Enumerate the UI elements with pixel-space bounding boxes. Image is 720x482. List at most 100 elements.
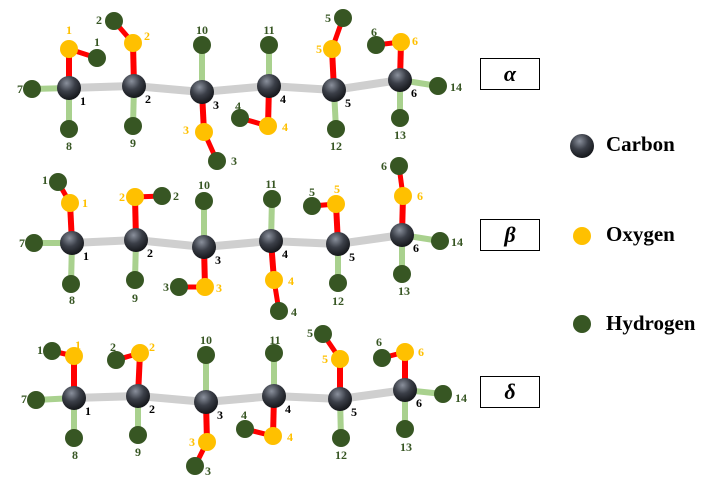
molecule-beta-carbon-label: 4 [282, 247, 288, 261]
molecule-beta-hydroxyl-hydrogen-atom [49, 173, 67, 191]
molecule-delta-hydroxyl-hydrogen-label: 5 [307, 326, 313, 340]
molecule-alpha-hydrogen-atom [60, 120, 78, 138]
molecule-beta-hydrogen-label: 8 [69, 293, 75, 307]
molecule-delta-carbon-label: 2 [149, 402, 155, 416]
molecule-beta-hydrogen-label: 11 [265, 177, 276, 191]
molecule-delta-carbon-label: 4 [285, 402, 291, 416]
molecule-beta-hydroxyl-hydrogen-label: 4 [291, 305, 297, 319]
molecule-beta-hydrogen-atom [25, 234, 43, 252]
molecule-alpha-carbon-label: 6 [411, 86, 417, 100]
molecule-delta-hydrogen-label: 13 [400, 440, 412, 454]
molecule-beta-oxygen-atom [126, 188, 144, 206]
molecule-delta-oxygen-label: 1 [75, 338, 81, 352]
molecule-beta-carbon-atom [124, 228, 148, 252]
molecule-beta-carbon-label: 3 [215, 253, 221, 267]
molecule-alpha-carbon-atom [57, 76, 81, 100]
molecule-beta-hydrogen-label: 14 [451, 235, 463, 249]
molecule-beta-carbon-atom [60, 231, 84, 255]
molecule-delta-hydrogen-atom [197, 346, 215, 364]
molecule-beta-hydroxyl-hydrogen-atom [153, 187, 171, 205]
molecule-alpha-carbon-atom [257, 74, 281, 98]
molecule-delta-hydrogen-label: 8 [72, 448, 78, 462]
molecule-alpha-hydrogen-label: 12 [330, 139, 342, 153]
molecule-alpha-oxygen-atom [195, 123, 213, 141]
molecule-beta-carbon-label: 5 [349, 250, 355, 264]
molecule-alpha-oxygen-label: 1 [66, 23, 72, 37]
molecule-delta-hydrogen-atom [27, 391, 45, 409]
molecule-beta-oxygen-label: 2 [119, 190, 125, 204]
molecule-alpha-hydroxyl-hydrogen-atom [334, 9, 352, 27]
molecule-beta-carbon-atom [192, 235, 216, 259]
molecule-beta-hydroxyl-hydrogen-atom [390, 157, 408, 175]
molecule-beta-hydrogen-atom [393, 265, 411, 283]
legend-hydrogen-label: Hydrogen [606, 311, 696, 335]
molecule-label-alpha: α [480, 58, 540, 90]
molecule-delta-hydrogen-atom [265, 344, 283, 362]
molecule-beta-hydrogen-label: 12 [332, 294, 344, 308]
molecule-beta-hydroxyl-hydrogen-label: 6 [381, 159, 387, 173]
molecule-beta-hydrogen-atom [195, 192, 213, 210]
molecule-alpha-hydrogen-atom [429, 77, 447, 95]
molecule-delta-hydroxyl-hydrogen-atom [373, 349, 391, 367]
molecule-alpha-oxygen-atom [60, 40, 78, 58]
molecule-delta-hydroxyl-hydrogen-atom [43, 342, 61, 360]
molecule-delta-hydrogen-atom [332, 429, 350, 447]
molecule-alpha-hydroxyl-hydrogen-label: 6 [371, 25, 377, 39]
molecule-delta-carbon-atom [126, 384, 150, 408]
molecule-beta-carbon-label: 1 [83, 249, 89, 263]
molecule-delta-hydroxyl-hydrogen-label: 1 [37, 343, 43, 357]
molecule-delta-hydrogen-label: 12 [335, 448, 347, 462]
molecule-beta-carbon-label: 2 [147, 246, 153, 260]
molecule-alpha-hydrogen-label: 8 [66, 139, 72, 153]
molecule-alpha-oxygen-atom [259, 117, 277, 135]
molecule-delta-carbon-label: 5 [351, 405, 357, 419]
molecule-beta-oxygen-atom [61, 194, 79, 212]
molecule-alpha-hydrogen-label: 13 [394, 128, 406, 142]
molecule-alpha-hydrogen-atom [124, 117, 142, 135]
molecule-alpha-carbon-atom [388, 68, 412, 92]
molecule-delta-hydroxyl-hydrogen-label: 6 [376, 335, 382, 349]
molecule-beta-oxygen-atom [265, 271, 283, 289]
legend-oxygen-label: Oxygen [606, 222, 675, 246]
legend-oxygen-icon [573, 227, 591, 245]
molecule-beta-oxygen-label: 3 [216, 281, 222, 295]
molecule-alpha-oxygen-label: 6 [412, 34, 418, 48]
molecule-delta-hydroxyl-hydrogen-label: 4 [241, 408, 247, 422]
molecule-alpha-hydrogen-label: 14 [450, 80, 462, 94]
molecule-delta-hydroxyl-hydrogen-atom [186, 457, 204, 475]
molecule-delta-hydrogen-atom [129, 426, 147, 444]
molecule-delta-oxygen-atom [65, 347, 83, 365]
molecule-beta-oxygen-label: 6 [417, 189, 423, 203]
molecule-beta-hydrogen-label: 13 [398, 284, 410, 298]
molecule-beta-oxygen-label: 1 [82, 196, 88, 210]
molecule-beta-hydroxyl-hydrogen-label: 1 [42, 173, 48, 187]
molecule-delta-hydroxyl-hydrogen-atom [107, 351, 125, 369]
molecule-delta-oxygen-label: 5 [322, 352, 328, 366]
molecule-alpha-oxygen-atom [124, 34, 142, 52]
molecule-alpha-hydroxyl-hydrogen-label: 4 [235, 99, 241, 113]
molecule-beta-oxygen-label: 4 [288, 274, 294, 288]
molecule-delta-hydrogen-atom [65, 429, 83, 447]
molecule-beta-oxygen-atom [196, 278, 214, 296]
molecule-delta-carbon-atom [262, 384, 286, 408]
molecule-alpha-oxygen-atom [323, 40, 341, 58]
molecule-delta-carbon-atom [328, 387, 352, 411]
legend-carbon-label: Carbon [606, 132, 675, 156]
molecule-alpha-carbon-atom [122, 74, 146, 98]
molecule-beta-hydroxyl-hydrogen-label: 5 [309, 185, 315, 199]
molecule-delta-carbon-label: 3 [217, 408, 223, 422]
molecule-delta-hydrogen-atom [434, 385, 452, 403]
molecule-delta-hydrogen-label: 14 [455, 391, 467, 405]
molecule-alpha-carbon-label: 1 [80, 94, 86, 108]
molecule-delta-carbon-atom [62, 386, 86, 410]
molecule-beta-oxygen-atom [394, 187, 412, 205]
molecule-beta-carbon-label: 6 [413, 241, 419, 255]
molecule-delta-hydroxyl-hydrogen-label: 3 [205, 464, 211, 478]
molecule-alpha-hydroxyl-hydrogen-atom [105, 12, 123, 30]
molecule-alpha-hydrogen-atom [327, 120, 345, 138]
molecule-beta-oxygen-atom [327, 195, 345, 213]
molecule-alpha-hydroxyl-hydrogen-atom [367, 36, 385, 54]
molecule-alpha-carbon-label: 3 [213, 98, 219, 112]
molecule-delta-oxygen-label: 4 [287, 430, 293, 444]
molecule-delta-oxygen-label: 2 [149, 340, 155, 354]
